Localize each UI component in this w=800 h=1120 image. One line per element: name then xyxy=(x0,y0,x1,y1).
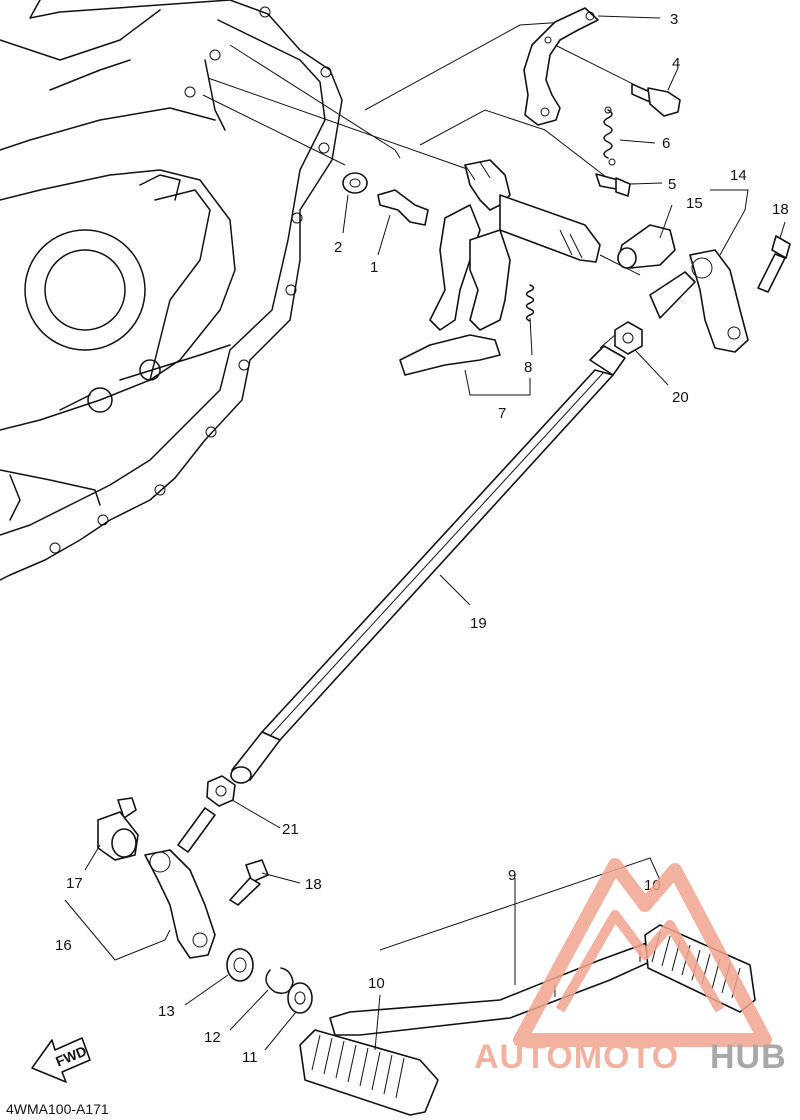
part-19-shift-rod xyxy=(230,345,626,784)
callout-14: 14 xyxy=(730,167,747,184)
callout-13: 13 xyxy=(158,1003,175,1020)
part-13-collar xyxy=(226,948,254,982)
watermark-logo: AUTOMOTO HUB xyxy=(474,858,787,1076)
callout-11: 11 xyxy=(242,1049,258,1066)
part-5-pin xyxy=(595,173,631,197)
fwd-arrow: FWD xyxy=(31,1037,91,1083)
part-7-shift-shaft xyxy=(399,159,601,376)
callout-4: 4 xyxy=(672,55,680,72)
part-11-washer xyxy=(287,982,313,1014)
part-14-shift-arm xyxy=(649,249,749,353)
part-4-bolt xyxy=(631,83,681,117)
callout-12: 12 xyxy=(204,1029,221,1046)
part-2-washer xyxy=(342,172,368,194)
crankcase-cover xyxy=(0,0,343,581)
part-12-circlip xyxy=(265,967,294,994)
watermark-text-auto: AUTOMOTO xyxy=(474,1038,679,1076)
part-8-spring xyxy=(525,284,535,322)
part-1-stud xyxy=(377,189,429,226)
callout-leaders xyxy=(64,15,786,1051)
callout-8: 8 xyxy=(524,359,532,376)
callout-9: 9 xyxy=(508,867,516,884)
callout-20: 20 xyxy=(672,389,689,406)
callout-2: 2 xyxy=(334,239,342,256)
cover-bolt-holes xyxy=(49,6,332,554)
callout-5: 5 xyxy=(668,176,676,193)
callout-18-lower: 18 xyxy=(305,876,322,893)
callout-7: 7 xyxy=(498,405,506,422)
part-18-bolt-lower xyxy=(229,859,269,906)
part-15-rod-end xyxy=(617,224,676,269)
callout-17: 17 xyxy=(66,875,83,892)
part-21-nut xyxy=(206,775,236,807)
part-6-spring xyxy=(603,106,616,166)
drawing-code: 4WMA100-A171 xyxy=(6,1101,109,1117)
watermark-triangle xyxy=(513,858,772,1047)
part-20-nut xyxy=(614,321,643,355)
callout-18-top: 18 xyxy=(772,201,789,218)
watermark-mountain xyxy=(555,910,725,1013)
callout-1: 1 xyxy=(370,259,378,276)
callout-21: 21 xyxy=(282,821,299,838)
callout-10-lower: 10 xyxy=(368,975,385,992)
callout-16: 16 xyxy=(55,937,72,954)
callout-6: 6 xyxy=(662,135,670,152)
callout-19: 19 xyxy=(470,615,487,632)
part-3-stopper-plate xyxy=(523,7,599,126)
part-16-shift-arm xyxy=(144,807,216,959)
part-17-rod-end xyxy=(97,797,139,861)
callout-3: 3 xyxy=(670,11,678,28)
callout-numbers: 1 2 3 4 5 6 7 8 9 10 10 10 11 12 13 14 1… xyxy=(55,11,789,1066)
callout-15: 15 xyxy=(686,195,703,212)
watermark-text-hub: HUB xyxy=(710,1038,787,1076)
part-10-pedal-rubber-lower xyxy=(299,1029,439,1116)
part-18-bolt-top xyxy=(757,235,791,293)
